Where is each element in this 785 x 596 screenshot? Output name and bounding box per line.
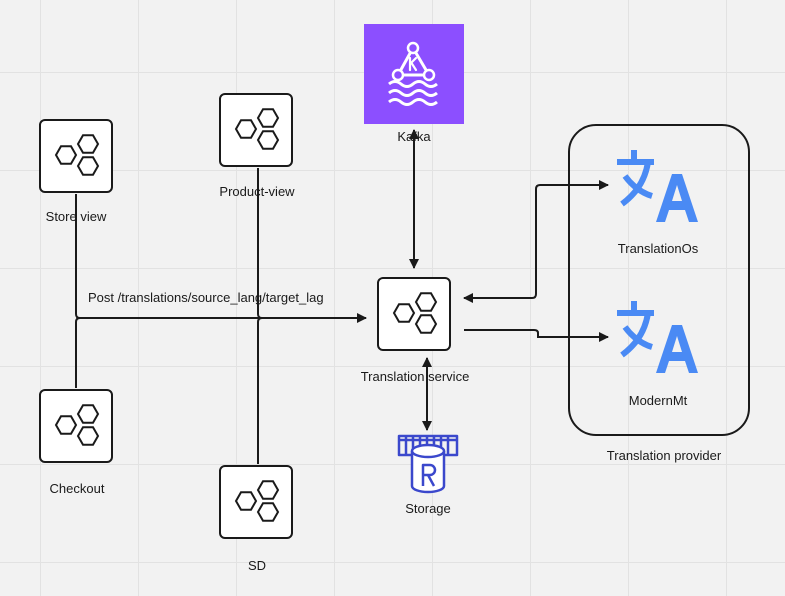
translation-service-label: Translation service [360, 369, 470, 384]
store-view-label: Store view [45, 209, 107, 224]
redis-database-icon[interactable] [396, 434, 460, 496]
microservice-hexagons-icon [234, 108, 280, 150]
sd-node[interactable] [219, 465, 293, 539]
product-view-label: Product-view [219, 184, 295, 199]
product-view-node[interactable] [219, 93, 293, 167]
microservice-hexagons-icon [54, 134, 100, 176]
kafka-icon [388, 41, 438, 106]
kafka-label: Kafka [397, 129, 431, 144]
modernmt-label: ModernMt [628, 393, 688, 408]
kafka-node[interactable] [364, 24, 464, 124]
store-view-node[interactable] [39, 119, 113, 193]
arrow-translation-service-translationos[interactable] [463, 180, 609, 303]
translationos-label: TranslationOs [617, 241, 699, 256]
storage-label: Storage [405, 501, 451, 516]
connector-sd[interactable] [257, 317, 263, 464]
checkout-node[interactable] [39, 389, 113, 463]
microservice-hexagons-icon [392, 292, 438, 334]
translation-provider-group[interactable] [568, 124, 750, 436]
translation-provider-label: Translation provider [606, 448, 722, 463]
arrow-translation-service-modernmt[interactable] [464, 329, 609, 342]
microservice-hexagons-icon [234, 480, 280, 522]
checkout-label: Checkout [49, 481, 105, 496]
translation-service-node[interactable] [377, 277, 451, 351]
microservice-hexagons-icon [54, 404, 100, 446]
sd-label: SD [247, 558, 267, 573]
translate-icon[interactable] [612, 146, 704, 226]
edge-label-clients-to-service: Post /translations/source_lang/target_la… [88, 290, 324, 305]
translate-icon[interactable] [612, 297, 704, 377]
connector-checkout[interactable] [75, 317, 81, 388]
